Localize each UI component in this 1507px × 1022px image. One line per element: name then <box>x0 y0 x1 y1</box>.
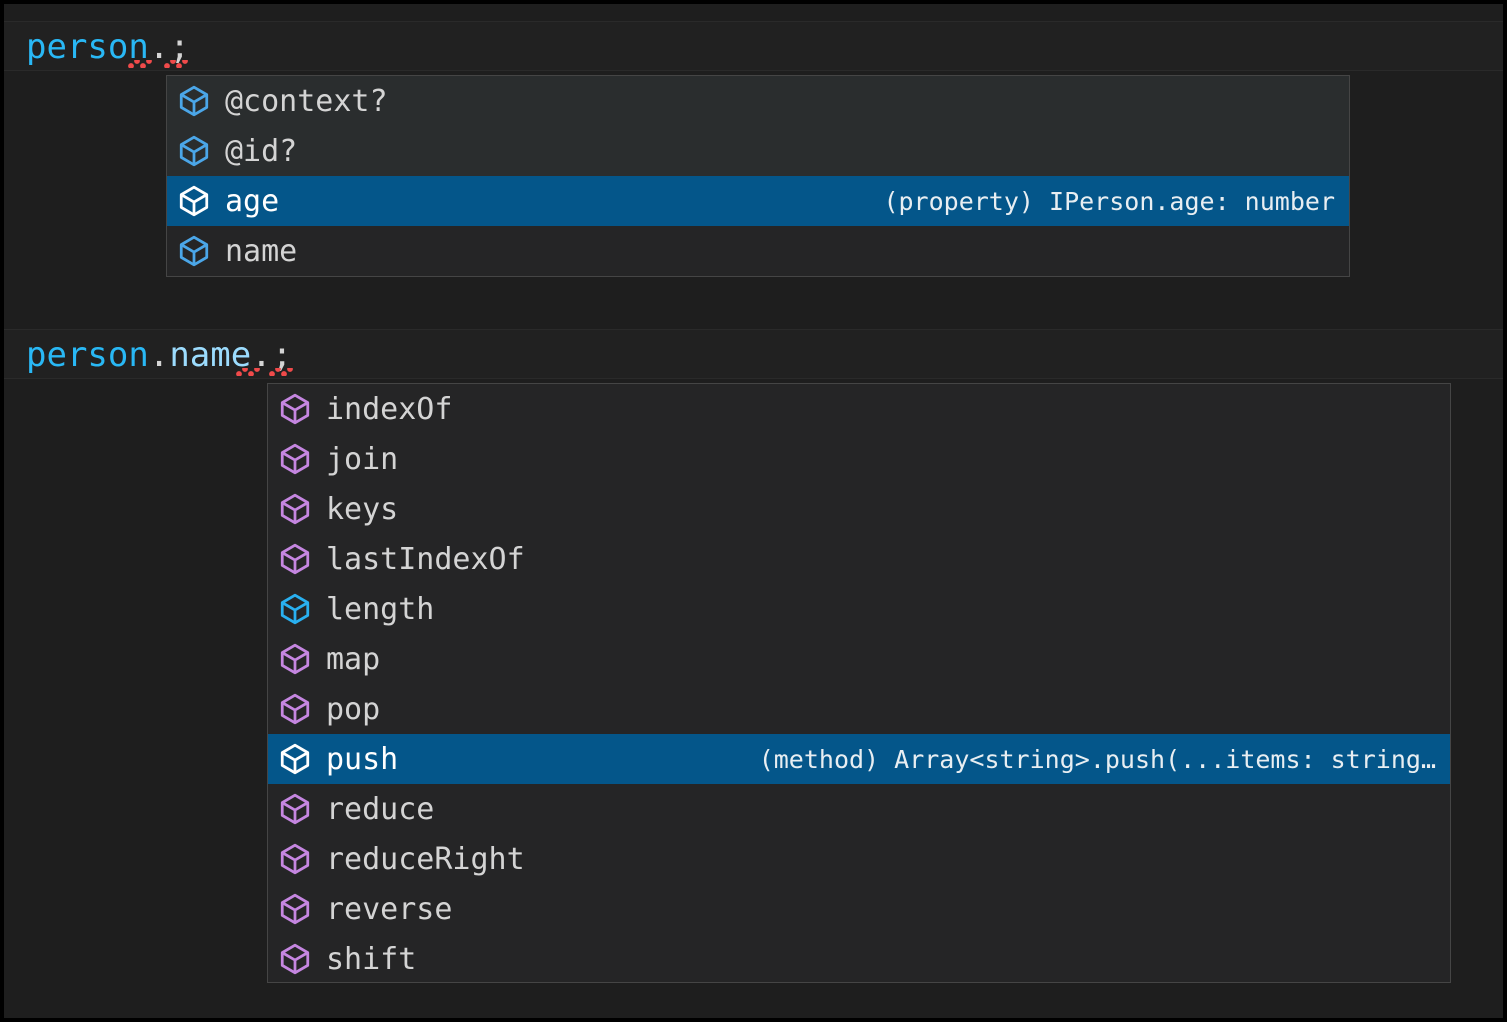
cube-method-icon <box>280 843 310 875</box>
cube-method-icon <box>280 743 310 775</box>
code-editor-surface: person.; @context? @id? <box>4 4 1503 1018</box>
token-dot: . <box>148 27 170 67</box>
suggestion-item-id[interactable]: @id? <box>167 126 1349 176</box>
suggestion-label: reduceRight <box>326 841 525 877</box>
suggestion-item-context[interactable]: @context? <box>167 76 1349 126</box>
suggestion-label: @context? <box>225 83 388 119</box>
cube-method-icon <box>280 393 310 425</box>
error-squiggle-line2-dot <box>236 368 260 376</box>
suggestion-popup-person[interactable]: @context? @id? age (property) IPerson.ag… <box>166 75 1350 277</box>
suggestion-label: reverse <box>326 891 453 927</box>
error-squiggle-line1-dot <box>128 60 152 68</box>
cube-property-icon <box>280 593 310 625</box>
suggestion-item-pop[interactable]: pop <box>268 684 1450 734</box>
suggestion-label: join <box>326 441 399 477</box>
suggestion-label: name <box>225 233 298 269</box>
token-variable-person: person <box>26 335 149 375</box>
cube-method-icon <box>280 493 310 525</box>
cube-method-icon <box>280 693 310 725</box>
code-line-1[interactable]: person.; <box>4 21 1503 71</box>
cube-method-icon <box>280 443 310 475</box>
code-line-1-text: person.; <box>26 22 190 72</box>
cube-method-icon <box>280 893 310 925</box>
cube-method-icon <box>280 643 310 675</box>
suggestion-label: pop <box>326 691 381 727</box>
code-line-2[interactable]: person.name.; <box>4 329 1503 379</box>
suggestion-item-lastindexof[interactable]: lastIndexOf <box>268 534 1450 584</box>
suggestion-label: age <box>225 183 280 219</box>
suggestion-label: @id? <box>225 133 298 169</box>
suggestion-item-map[interactable]: map <box>268 634 1450 684</box>
cube-method-icon <box>280 943 310 975</box>
suggestion-item-reduce[interactable]: reduce <box>268 784 1450 834</box>
cube-property-icon <box>179 85 209 117</box>
suggestion-label: keys <box>326 491 399 527</box>
cube-property-icon <box>179 185 209 217</box>
suggestion-label: reduce <box>326 791 435 827</box>
suggestion-label: lastIndexOf <box>326 541 525 577</box>
suggestion-popup-person-name[interactable]: indexOf join keys <box>267 383 1451 983</box>
suggestion-label: push <box>326 741 399 777</box>
suggestion-item-shift[interactable]: shift <box>268 934 1450 982</box>
suggestion-label: length <box>326 591 435 627</box>
suggestion-detail: (method) Array<string>.push(...items: st… <box>758 744 1436 774</box>
suggestion-item-join[interactable]: join <box>268 434 1450 484</box>
cube-property-icon <box>179 235 209 267</box>
suggestion-item-indexof[interactable]: indexOf <box>268 384 1450 434</box>
error-squiggle-line1-semicolon <box>164 60 188 68</box>
suggestion-item-name[interactable]: name <box>167 226 1349 276</box>
token-semicolon: ; <box>271 335 293 375</box>
suggestion-item-reduceright[interactable]: reduceRight <box>268 834 1450 884</box>
suggestion-detail: (property) IPerson.age: number <box>883 186 1335 216</box>
cube-property-icon <box>179 135 209 167</box>
suggestion-item-keys[interactable]: keys <box>268 484 1450 534</box>
token-semicolon: ; <box>169 27 190 67</box>
suggestion-item-age[interactable]: age (property) IPerson.age: number <box>167 176 1349 226</box>
error-squiggle-line2-semicolon <box>269 368 293 376</box>
suggestion-item-length[interactable]: length <box>268 584 1450 634</box>
cube-method-icon <box>280 543 310 575</box>
suggestion-item-push[interactable]: push (method) Array<string>.push(...item… <box>268 734 1450 784</box>
suggestion-label: map <box>326 641 381 677</box>
suggestion-label: shift <box>326 941 417 977</box>
token-dot-1: . <box>148 335 170 375</box>
suggestion-label: indexOf <box>326 391 453 427</box>
token-dot-2: . <box>251 335 272 375</box>
suggestion-item-reverse[interactable]: reverse <box>268 884 1450 934</box>
cube-method-icon <box>280 793 310 825</box>
